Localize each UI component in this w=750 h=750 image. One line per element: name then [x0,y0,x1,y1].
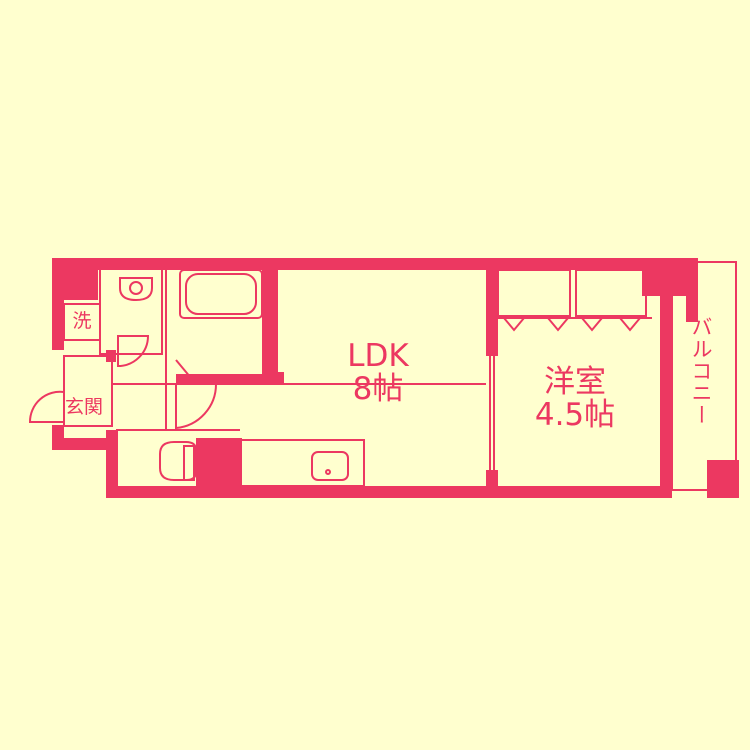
entrance-name: 玄関 [64,396,103,418]
entrance-bottom-wall [52,438,112,450]
left-wall-upper [52,258,64,350]
western-room-name: 洋室 [544,364,606,400]
partition-wall-upper [486,268,498,356]
closet-left [497,269,571,317]
toilet-wall-block [196,438,242,486]
ldk-label: LDK 8帖 [318,340,438,405]
lower-left-wall [106,430,118,498]
closet-left-door [503,317,525,332]
bath-door-swing [175,383,218,430]
partition-wall-lower [486,470,498,498]
toilet-top-bowl [129,281,143,295]
balcony-name: バルコニー [689,316,714,426]
toilet-bottom [159,441,197,481]
interior-lines [28,261,737,491]
toilet-door-swing [117,335,150,368]
laundry-label: 洗 [64,310,100,332]
corridor-sliding-door [176,374,262,384]
entrance-label: 玄関 [56,396,112,418]
bath-wall [262,268,278,372]
closet-right [575,269,647,317]
corridor-door-jamb [262,372,284,384]
western-room-size: 4.5帖 [534,396,616,433]
balcony-corner-block [707,460,739,498]
toilet-tank-bottom [183,445,195,481]
sink-drain [325,469,331,475]
kitchen-sink [311,451,349,481]
top-wall [52,258,672,270]
balcony-label: バルコニー [689,316,714,426]
bottom-wall [106,486,672,498]
kitchen-counter [239,439,365,487]
laundry-box [63,303,101,341]
bathtub-outer [179,269,263,319]
western-room-label: 洋室 4.5帖 [510,366,640,431]
ldk-size: 8帖 [352,370,404,407]
laundry-name: 洗 [72,310,92,332]
bathtub-inner [185,273,257,315]
toilet-top [119,277,153,302]
ldk-name: LDK [347,338,409,374]
balcony-upper-wall [686,258,698,322]
closet-right-door [581,317,603,332]
closet-left-door-2 [547,317,569,332]
closet-right-door-2 [619,317,641,332]
corridor-door-marks [176,372,284,384]
balcony-outline [671,261,737,491]
entrance-door-swing [28,390,65,423]
